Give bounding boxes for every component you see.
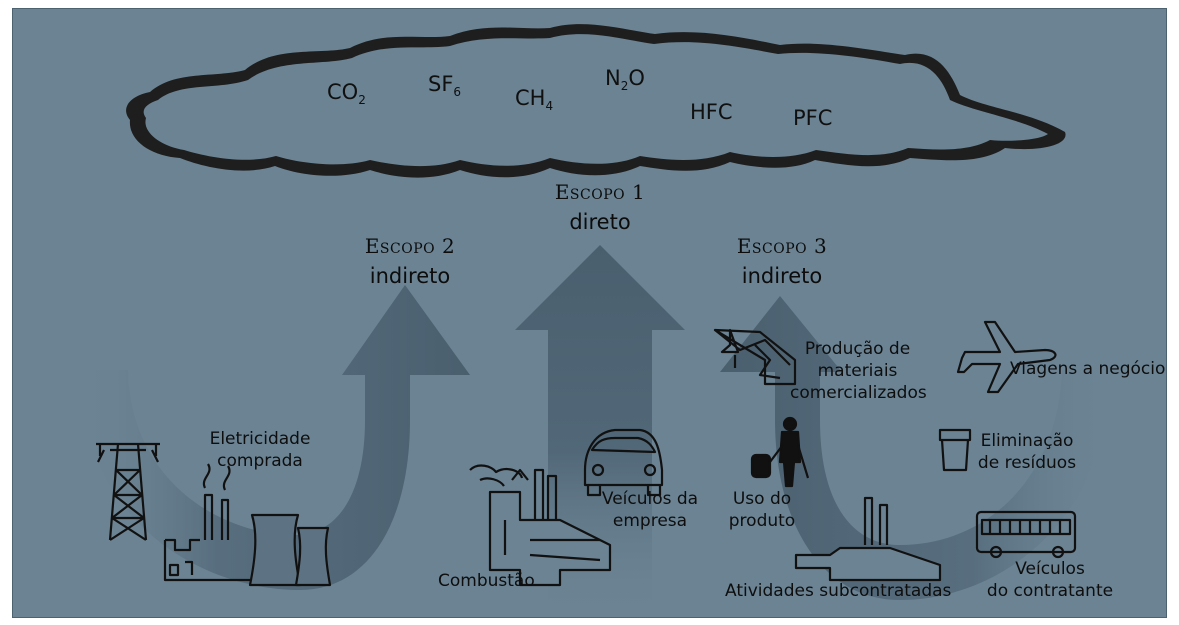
emissions-cloud (126, 24, 1066, 178)
label-combustion: Combustão (438, 571, 535, 591)
gas-n2o: N2O (605, 66, 645, 94)
gas-co2: CO2 (327, 80, 366, 108)
scope2-arrow (80, 285, 470, 590)
label-business-travel: Viagens a negócio (1010, 359, 1166, 379)
cloud-body (143, 34, 1048, 167)
scope2-label: Escopo 2 indireto (340, 234, 480, 288)
waste-bin-icon (938, 428, 972, 472)
gas-hfc: HFC (690, 100, 733, 124)
factory-icon (469, 464, 612, 587)
subcontracted-facility-icon (794, 496, 942, 582)
scope1-label: Escopo 1 direto (530, 180, 670, 234)
scope3-arrow (720, 296, 1110, 600)
scope2-type: indireto (369, 264, 451, 288)
airplane-icon (956, 320, 1057, 394)
scope2-title: Escopo 2 (364, 234, 456, 258)
scope1-type: direto (569, 210, 631, 234)
scope1-title: Escopo 1 (554, 180, 646, 204)
gas-sf6: SF6 (428, 72, 462, 100)
power-tower-icon (96, 442, 160, 541)
label-subcontracted: Atividades subcontratadas (725, 581, 952, 601)
scope3-title: Escopo 3 (736, 234, 828, 258)
crane-icon (713, 328, 797, 386)
gas-pfc: PFC (793, 106, 833, 130)
power-plant-icon (163, 463, 332, 587)
scope3-type: indireto (741, 264, 823, 288)
gas-ch4: CH4 (515, 86, 554, 114)
car-icon (583, 428, 664, 497)
scope3-label: Escopo 3 indireto (712, 234, 852, 288)
bus-icon (975, 510, 1077, 559)
product-use-icon (750, 416, 810, 488)
